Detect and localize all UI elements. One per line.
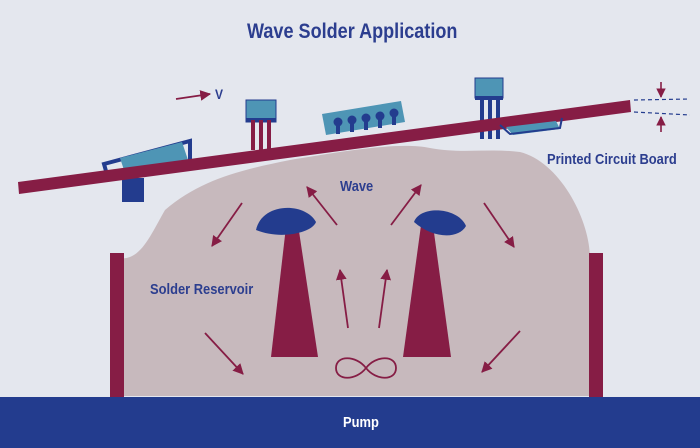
velocity-label: V: [215, 86, 224, 102]
flow-arrow: [481, 330, 521, 373]
pcb-label: Printed Circuit Board: [547, 151, 677, 168]
flow-arrows: [204, 184, 521, 375]
solder-wave-body: [118, 145, 590, 396]
flow-arrow: [390, 184, 422, 226]
transistor-component-left: [245, 99, 277, 150]
diagram-title: Wave Solder Application: [247, 20, 458, 43]
flow-arrow: [335, 268, 349, 329]
flow-arrow: [306, 186, 338, 226]
flow-arrow: [483, 202, 515, 248]
wave-label: Wave: [340, 178, 374, 195]
pump-bar: [0, 397, 700, 448]
reservoir-label: Solder Reservoir: [150, 281, 254, 298]
pump-label: Pump: [343, 414, 379, 431]
board-thickness-indicator: [633, 82, 691, 132]
printed-circuit-board: [18, 100, 631, 194]
left-nozzle: [271, 218, 318, 357]
right-wave-crest: [414, 210, 466, 236]
flow-arrow: [378, 268, 392, 329]
velocity-arrow: [175, 90, 212, 101]
underside-component: [499, 117, 563, 136]
reservoir-left-wall: [110, 253, 124, 397]
right-nozzle: [403, 218, 451, 357]
reservoir-right-wall: [589, 253, 603, 397]
ic-chip-component: [322, 101, 405, 135]
flow-arrow: [204, 332, 244, 375]
flow-arrow: [211, 202, 243, 247]
pump-impeller-icon: [335, 357, 397, 379]
left-wave-crest: [256, 207, 316, 235]
